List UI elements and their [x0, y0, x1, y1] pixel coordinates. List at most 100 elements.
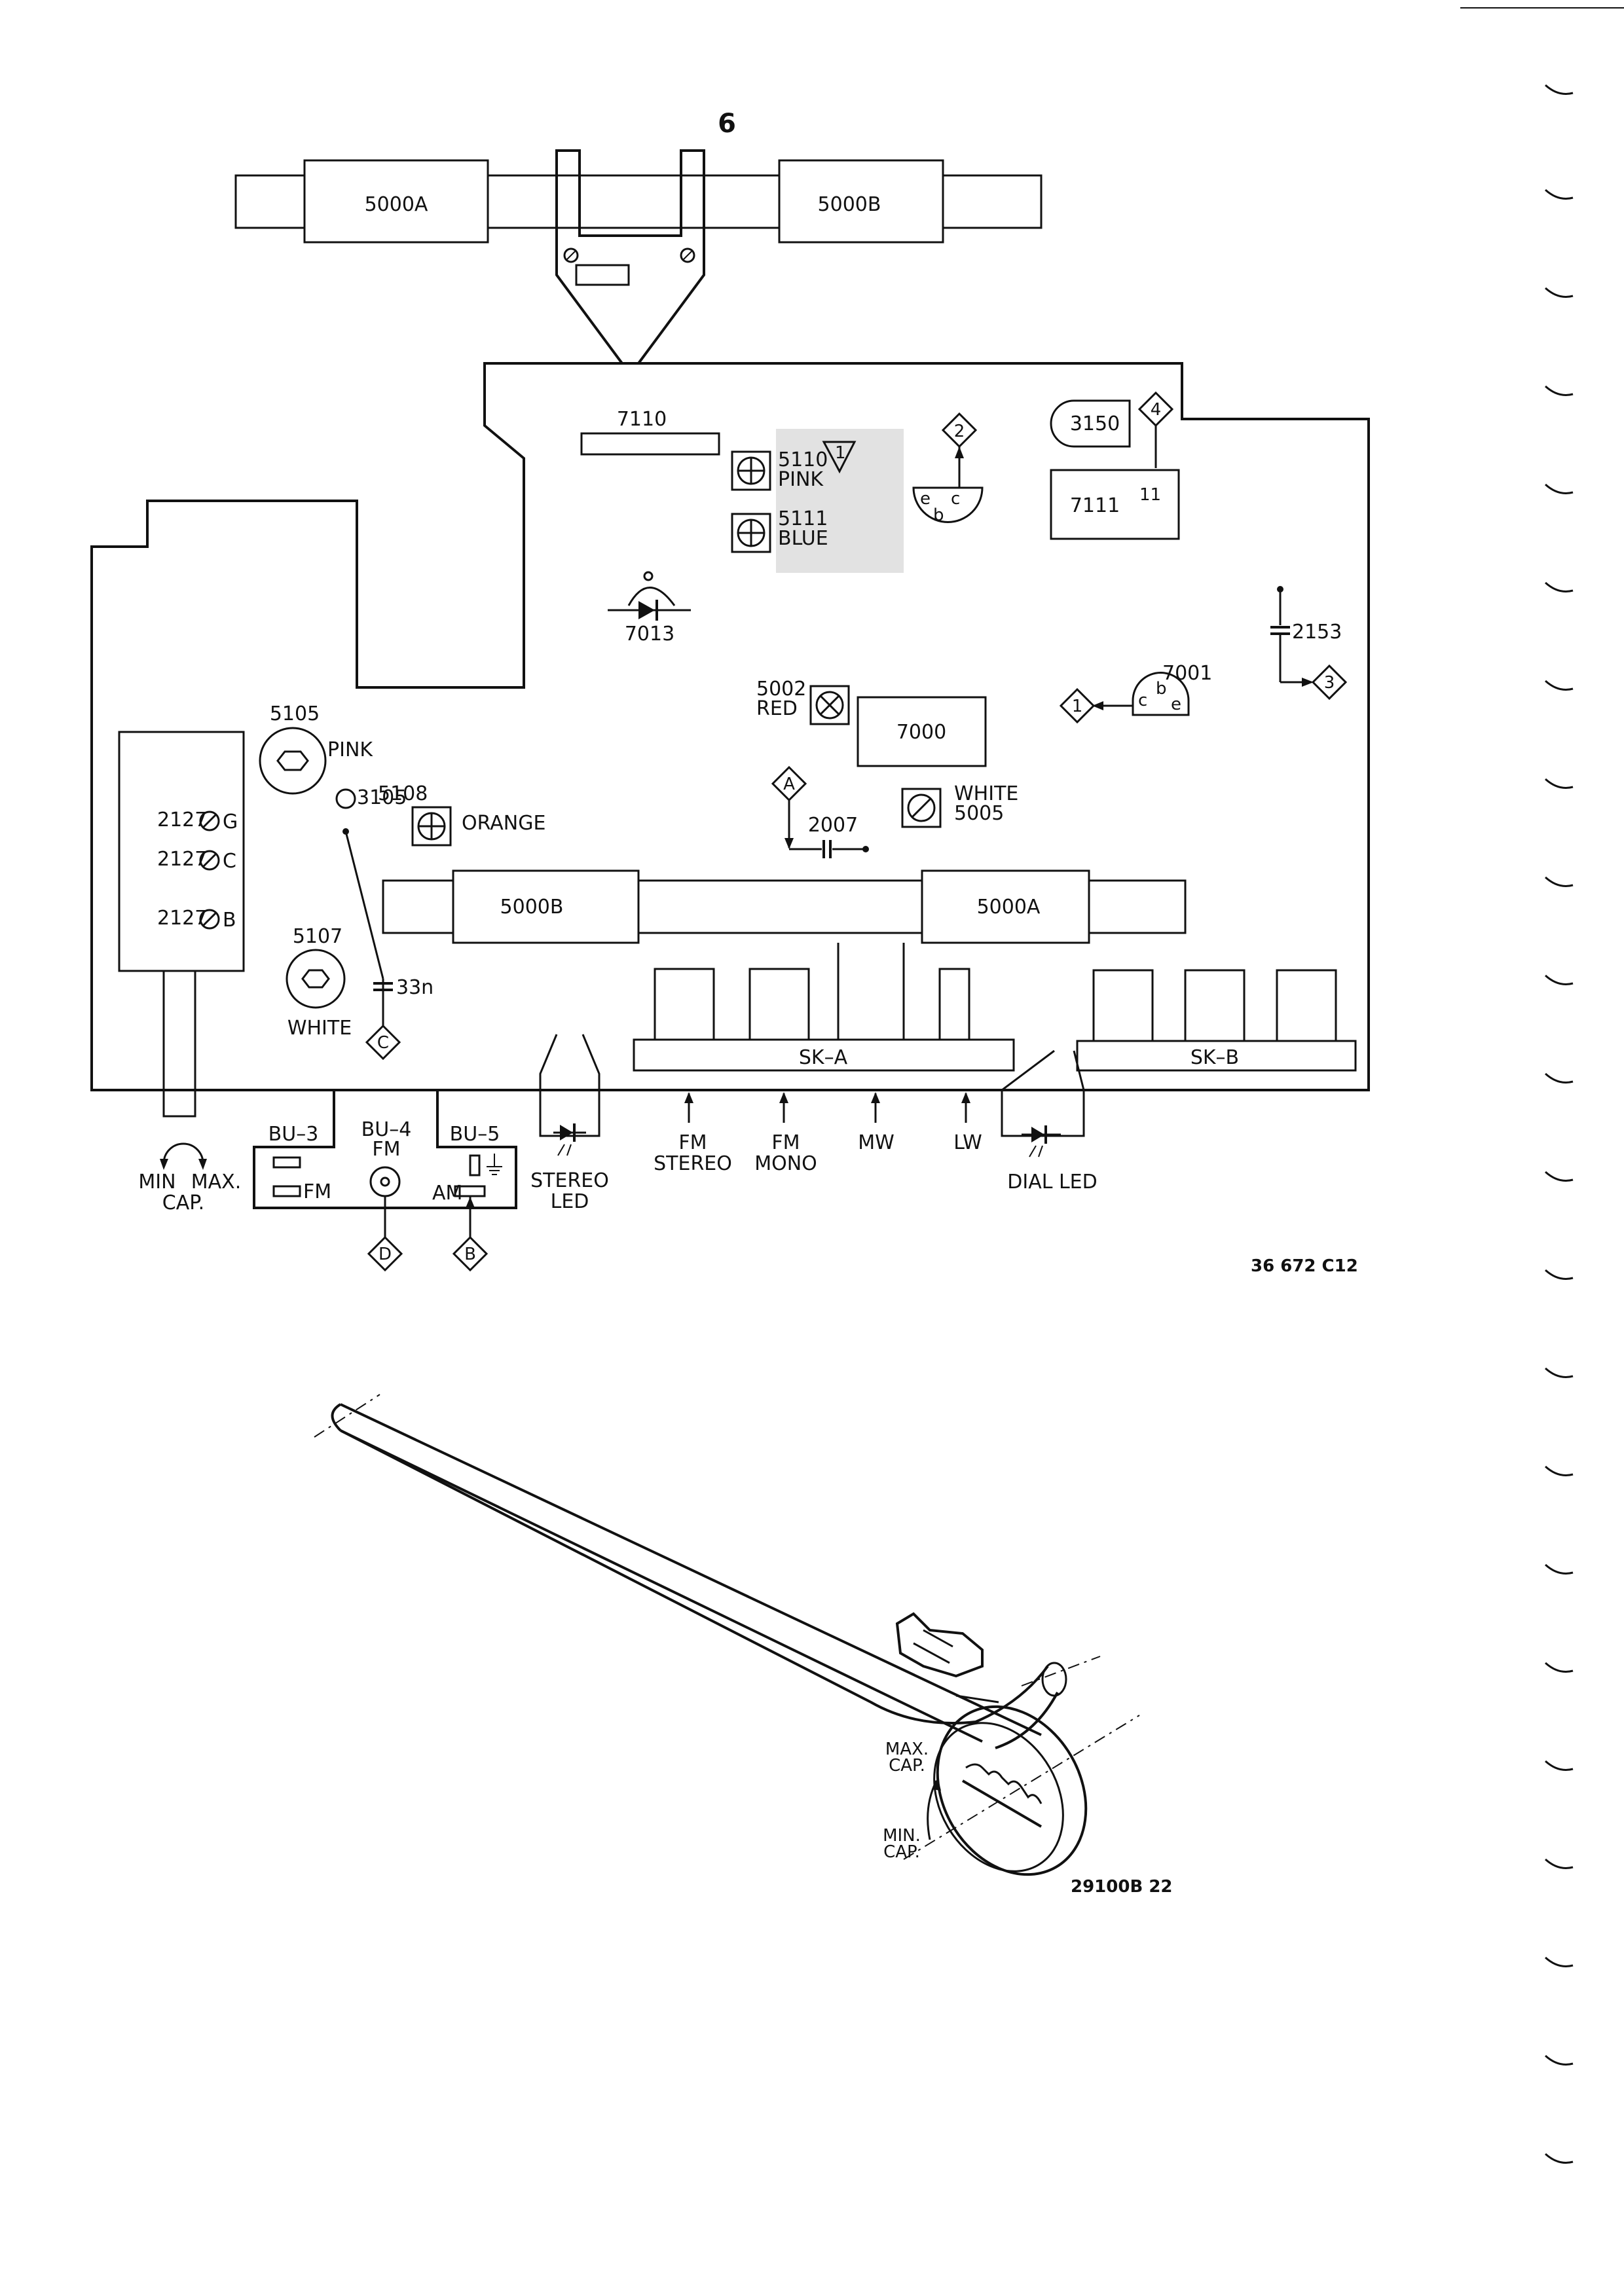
svg-text:G: G: [223, 811, 238, 833]
ic-7110-label: 7110: [617, 408, 667, 431]
svg-text:4: 4: [1151, 400, 1162, 420]
svg-text:D: D: [378, 1245, 392, 1264]
marker-A: A: [771, 765, 807, 802]
resistor-3105-label: 3105: [357, 786, 407, 809]
coil-5107-code: 5107: [293, 925, 342, 948]
ic-7111: [1050, 469, 1180, 540]
coil-5002: [809, 685, 850, 725]
svg-text:5000B: 5000B: [500, 896, 564, 919]
marker-D: D: [367, 1235, 403, 1272]
bar-coil-5000b: [452, 869, 640, 944]
tuning-drum: [936, 1705, 1088, 1876]
svg-text:1: 1: [1072, 697, 1083, 716]
bu5-label: BU–5: [450, 1123, 500, 1146]
stereo-led-label-1: STEREO: [530, 1169, 609, 1192]
coil-5108-code: 5108: [378, 782, 428, 805]
coil-5111: [731, 513, 771, 553]
svg-text:3: 3: [1324, 673, 1335, 693]
marker-C: C: [365, 1024, 401, 1061]
stereo-led: [539, 1034, 600, 1156]
component-3150: [1050, 399, 1131, 448]
svg-text:AM: AM: [432, 1182, 462, 1205]
svg-text:MIN.: MIN.: [883, 1826, 921, 1846]
svg-text:FM: FM: [771, 1131, 800, 1154]
switch-sk-a-label: SK–A: [799, 1046, 848, 1069]
svg-text:FM: FM: [303, 1180, 331, 1203]
top-coil-5000a-label: 5000A: [365, 193, 428, 216]
svg-text:B: B: [464, 1245, 476, 1264]
coil-5005: [901, 788, 942, 828]
svg-text:c: c: [1138, 691, 1147, 710]
transistor-upper: [912, 486, 984, 523]
top-coil-5000b: [778, 159, 944, 244]
cap-rotation-arrow: [162, 1142, 204, 1164]
coil-5107: [286, 949, 346, 1009]
ic-7110: [580, 432, 720, 456]
coil-5005-color: WHITE: [954, 782, 1018, 805]
page-number: 6: [718, 109, 736, 139]
diode-7013: [608, 571, 691, 621]
figure-code-1: 36 672 C12: [1251, 1256, 1358, 1276]
svg-text:MAX.: MAX.: [191, 1171, 242, 1194]
svg-text:MW: MW: [858, 1131, 895, 1154]
bu4-label: BU–4: [361, 1118, 412, 1141]
dial-led-label: DIAL LED: [1007, 1171, 1098, 1194]
component-3150-label: 3150: [1070, 412, 1120, 435]
capacitor-33n: [373, 982, 393, 991]
bu3-label: BU–3: [268, 1123, 319, 1146]
switch-sk-a: [633, 943, 1015, 1072]
pointer-clip-small: [895, 1612, 984, 1678]
coil-5107-color: WHITE: [287, 1017, 352, 1040]
capacitor-2153-label: 2153: [1292, 621, 1342, 644]
switch-sk-b-label: SK–B: [1190, 1046, 1239, 1069]
dial-led: [1001, 1049, 1085, 1157]
bar-coil-5000a: [921, 869, 1090, 944]
coil-5111-color: BLUE: [778, 527, 828, 550]
svg-text:c: c: [951, 489, 960, 509]
capacitor-33n-label: 33n: [396, 976, 434, 999]
stereo-led-label-2: LED: [551, 1190, 589, 1213]
svg-text:LW: LW: [953, 1131, 982, 1154]
marker-1: 1: [1059, 687, 1096, 724]
marker-2: 2: [941, 412, 978, 448]
coil-5005-code: 5005: [954, 802, 1004, 825]
svg-text:1: 1: [835, 443, 846, 463]
svg-text:MIN: MIN: [138, 1171, 175, 1194]
svg-text:b: b: [1156, 679, 1167, 699]
top-coil-5000a: [303, 159, 489, 244]
svg-text:FM: FM: [678, 1131, 707, 1154]
svg-text:2: 2: [954, 422, 965, 441]
tuning-shaft: [162, 970, 196, 1118]
capacitor-2007-label: 2007: [808, 814, 858, 837]
diode-7013-label: 7013: [625, 623, 674, 646]
svg-text:MONO: MONO: [754, 1152, 817, 1175]
coil-5108-color: ORANGE: [462, 812, 545, 835]
transistor-7001-label: 7001: [1162, 662, 1212, 685]
pin-11-label: 11: [1139, 485, 1161, 505]
dial-pointer-clip: [555, 149, 705, 365]
svg-text:MAX.: MAX.: [885, 1740, 929, 1759]
svg-text:FM: FM: [372, 1138, 400, 1161]
ic-7000-label: 7000: [896, 721, 946, 744]
top-ferrite-rod: 5000A 5000B: [234, 149, 1043, 365]
figure-code-2: 29100B 22: [1071, 1877, 1173, 1897]
svg-text:e: e: [1171, 695, 1181, 714]
pcb-outline: [90, 362, 1370, 1091]
marker-4: 4: [1137, 391, 1174, 428]
coil-5105: [259, 727, 327, 795]
svg-text:5000A: 5000A: [977, 896, 1041, 919]
ic-7111-label: 7111: [1070, 494, 1120, 517]
coil-5110: [731, 450, 771, 491]
transistor-7001: [1132, 672, 1190, 716]
svg-text:CAP.: CAP.: [889, 1756, 925, 1776]
svg-text:C: C: [377, 1033, 389, 1053]
band-arrows: [684, 1092, 970, 1123]
svg-text:STEREO: STEREO: [654, 1152, 732, 1175]
coil-5105-color: PINK: [327, 738, 373, 761]
marker-3: 3: [1311, 664, 1348, 701]
marker-B: B: [452, 1235, 489, 1272]
coil-5105-code: 5105: [270, 702, 320, 725]
svg-text:2127: 2127: [157, 907, 207, 930]
coil-5108: [411, 806, 452, 847]
